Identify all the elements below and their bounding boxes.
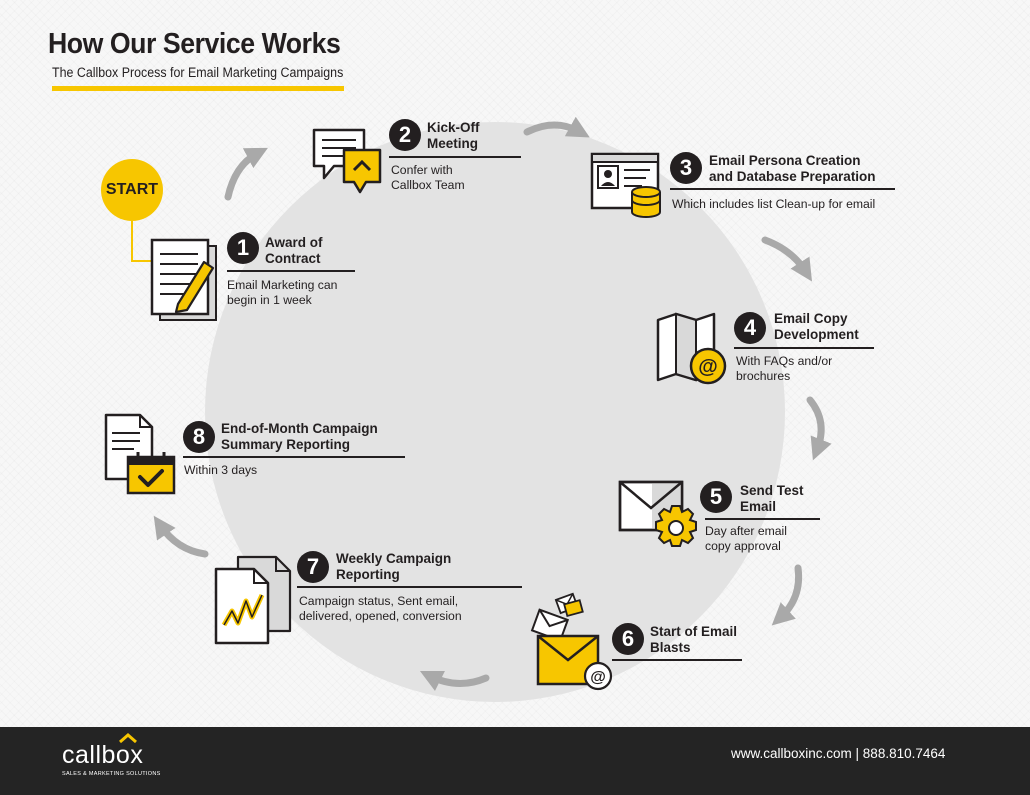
- step-3-rule: [670, 188, 895, 190]
- step-3-number: 3: [670, 152, 702, 184]
- step-8-description: Within 3 days: [184, 463, 258, 477]
- step-4-rule: [734, 347, 874, 349]
- map-email-icon: @: [656, 312, 727, 385]
- step-1-rule: [227, 270, 355, 272]
- persona-database-icon: [590, 152, 661, 218]
- logo: callbox: [62, 741, 144, 769]
- envelopes-icon: @: [530, 592, 613, 691]
- arrow-4-to-5: [806, 396, 832, 461]
- arrow-1-to-2: [224, 147, 268, 201]
- step-2-number: 2: [389, 119, 421, 151]
- start-connector: [131, 221, 133, 262]
- step-5-number: 5: [700, 481, 732, 513]
- title-underline: [52, 86, 344, 91]
- page-subtitle: The Callbox Process for Email Marketing …: [52, 65, 344, 80]
- step-7-description: Campaign status, Sent email,delivered, o…: [299, 594, 462, 623]
- chat-bubbles-icon: [312, 128, 382, 194]
- step-7-rule: [297, 586, 522, 588]
- chart-report-icon: [214, 555, 292, 645]
- step-8-rule: [183, 456, 405, 458]
- arrow-2-to-3: [523, 116, 590, 138]
- footer-contact: www.callboxinc.com | 888.810.7464: [731, 746, 946, 761]
- step-1-number: 1: [227, 232, 259, 264]
- step-5-rule: [705, 518, 820, 520]
- step-8-number: 8: [183, 421, 215, 453]
- start-badge: START: [101, 159, 163, 221]
- arrow-3-to-4: [761, 236, 813, 282]
- page-title: How Our Service Works: [48, 28, 341, 60]
- logo-tagline: SALES & MARKETING SOLUTIONS: [62, 771, 161, 777]
- envelope-gear-icon: [618, 480, 697, 547]
- step-2-rule: [389, 156, 521, 158]
- start-connector: [131, 260, 153, 262]
- svg-text:@: @: [590, 669, 606, 686]
- step-7-number: 7: [297, 551, 329, 583]
- arrow-6-to-7: [419, 670, 490, 692]
- step-6-rule: [612, 659, 742, 661]
- process-circle: [205, 122, 785, 702]
- footer: [0, 727, 1030, 795]
- arrow-7-to-8: [153, 515, 209, 558]
- arrow-5-to-6: [771, 564, 803, 626]
- step-4-number: 4: [734, 312, 766, 344]
- step-3-description: Which includes list Clean-up for email: [672, 197, 876, 211]
- svg-text:@: @: [698, 356, 718, 378]
- logo-caret-icon: [119, 733, 137, 744]
- calendar-report-icon: [104, 413, 176, 495]
- step-6-number: 6: [612, 623, 644, 655]
- document-pen-icon: [150, 238, 217, 321]
